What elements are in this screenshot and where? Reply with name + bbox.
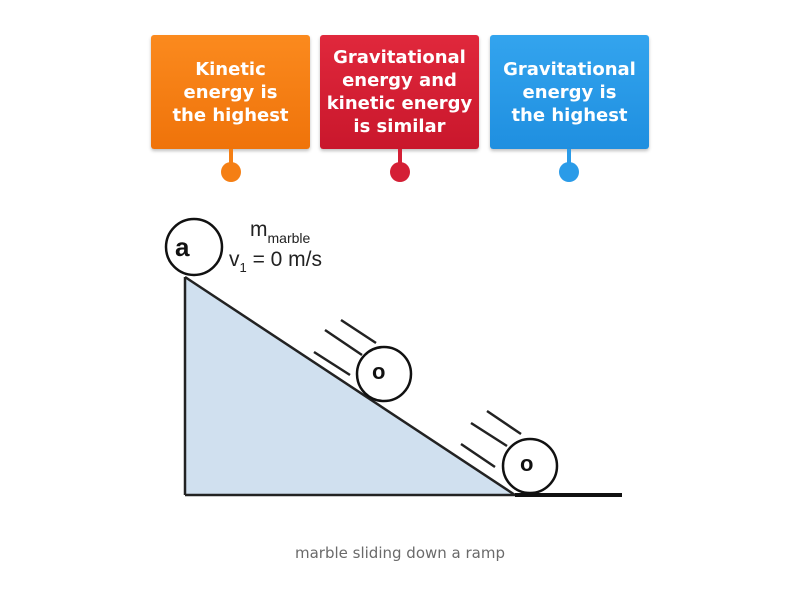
mass-subscript: marble bbox=[267, 230, 311, 246]
drag-handle-dot[interactable] bbox=[559, 162, 579, 182]
ramp-slope bbox=[184, 275, 516, 497]
answer-card-gravitational-highest[interactable]: Gravitational energy is the highest bbox=[490, 35, 649, 149]
motion-lines-icon bbox=[460, 409, 522, 469]
marble-top-letter: a bbox=[175, 232, 190, 262]
motion-lines-icon bbox=[313, 318, 377, 377]
answer-card-kinetic-highest[interactable]: Kinetic energy is the highest bbox=[151, 35, 310, 149]
velocity-subscript: 1 bbox=[239, 260, 247, 275]
card-label: Gravitational energy and kinetic energy … bbox=[326, 47, 473, 137]
answer-card-energy-similar[interactable]: Gravitational energy and kinetic energy … bbox=[320, 35, 479, 149]
marble-top bbox=[164, 217, 224, 277]
card-label: Gravitational energy is the highest bbox=[503, 58, 636, 126]
mass-symbol: m bbox=[250, 218, 268, 241]
velocity-symbol: v bbox=[229, 248, 240, 271]
card-label: Kinetic energy is the highest bbox=[172, 58, 289, 126]
marble-bottom bbox=[501, 437, 559, 495]
marble-bottom-letter: o bbox=[520, 451, 534, 476]
card-connector bbox=[398, 149, 402, 163]
marble-middle-letter: o bbox=[372, 359, 386, 384]
velocity-value: = 0 m/s bbox=[246, 248, 323, 271]
card-connector bbox=[229, 149, 233, 163]
mass-label: mmarble bbox=[250, 218, 310, 246]
drag-handle-dot[interactable] bbox=[221, 162, 241, 182]
drag-handle-dot[interactable] bbox=[390, 162, 410, 182]
marble-middle bbox=[355, 345, 413, 403]
velocity-label: v1 = 0 m/s bbox=[229, 248, 323, 275]
card-connector bbox=[567, 149, 571, 163]
image-caption: marble sliding down a ramp bbox=[295, 544, 505, 562]
